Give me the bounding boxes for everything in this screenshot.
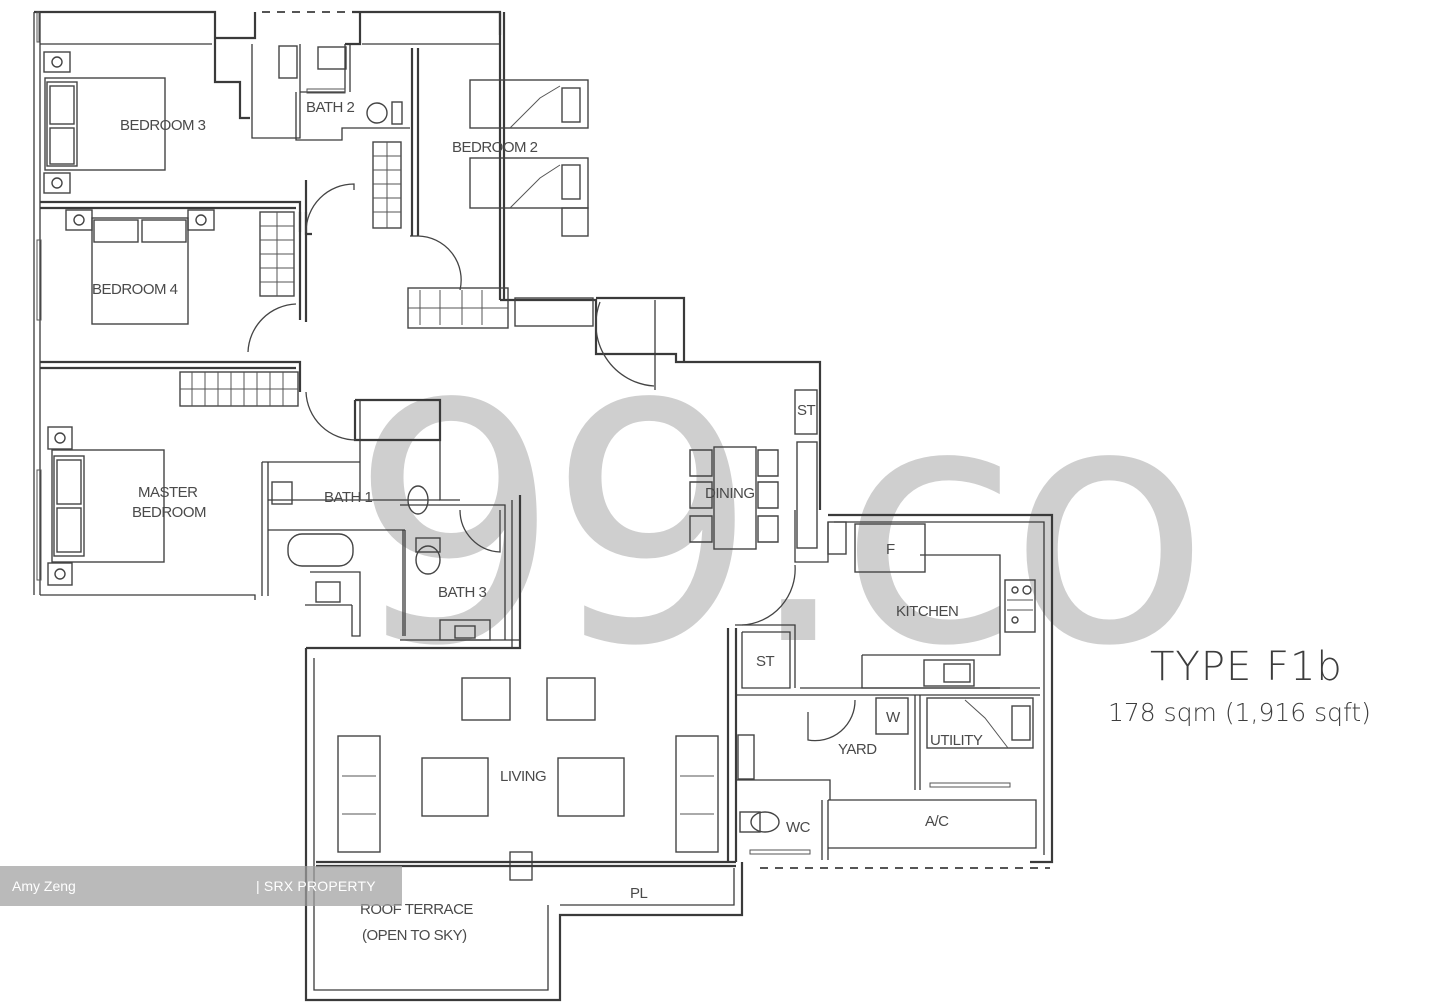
label-roof-terrace-line2: (OPEN TO SKY) (362, 927, 467, 944)
label-utility: UTILITY (930, 732, 983, 749)
label-wc: WC (786, 819, 811, 836)
label-bath-3: BATH 3 (438, 584, 487, 601)
outer-walls (33, 10, 1054, 1002)
label-fridge: F (886, 541, 895, 558)
unit-type-title: TYPE F1b (1150, 644, 1343, 690)
label-st-kitchen: ST (756, 653, 775, 670)
label-master-line1: MASTER (138, 484, 198, 501)
label-bedroom-2: BEDROOM 2 (452, 139, 538, 156)
label-living: LIVING (500, 768, 546, 785)
windows (36, 11, 1011, 855)
agent-name: Amy Zeng (12, 878, 76, 894)
door-swings (247, 183, 856, 742)
watermark-99co: 99.co (350, 334, 1198, 718)
agency-name: | SRX PROPERTY (256, 878, 376, 894)
label-washer: W (886, 709, 901, 726)
label-bedroom-4: BEDROOM 4 (92, 281, 178, 298)
label-ac: A/C (925, 813, 949, 830)
label-master-line2: BEDROOM (132, 504, 206, 521)
label-dining: DINING (705, 485, 755, 502)
label-bath-1: BATH 1 (324, 489, 373, 506)
room-labels: BEDROOM 3 BATH 2 BEDROOM 2 BEDROOM 4 MAS… (92, 99, 983, 944)
label-kitchen: KITCHEN (896, 603, 958, 620)
label-yard: YARD (838, 741, 877, 758)
agent-credit-bar: Amy Zeng | SRX PROPERTY (0, 866, 402, 906)
label-bath-2: BATH 2 (306, 99, 355, 116)
interior-walls (40, 44, 1040, 860)
furniture (43, 45, 1036, 853)
label-st-dining: ST (797, 402, 816, 419)
unit-area: 178 sqm (1,916 sqft) (1108, 698, 1371, 727)
label-pl: PL (630, 885, 648, 902)
label-bedroom-3: BEDROOM 3 (120, 117, 206, 134)
